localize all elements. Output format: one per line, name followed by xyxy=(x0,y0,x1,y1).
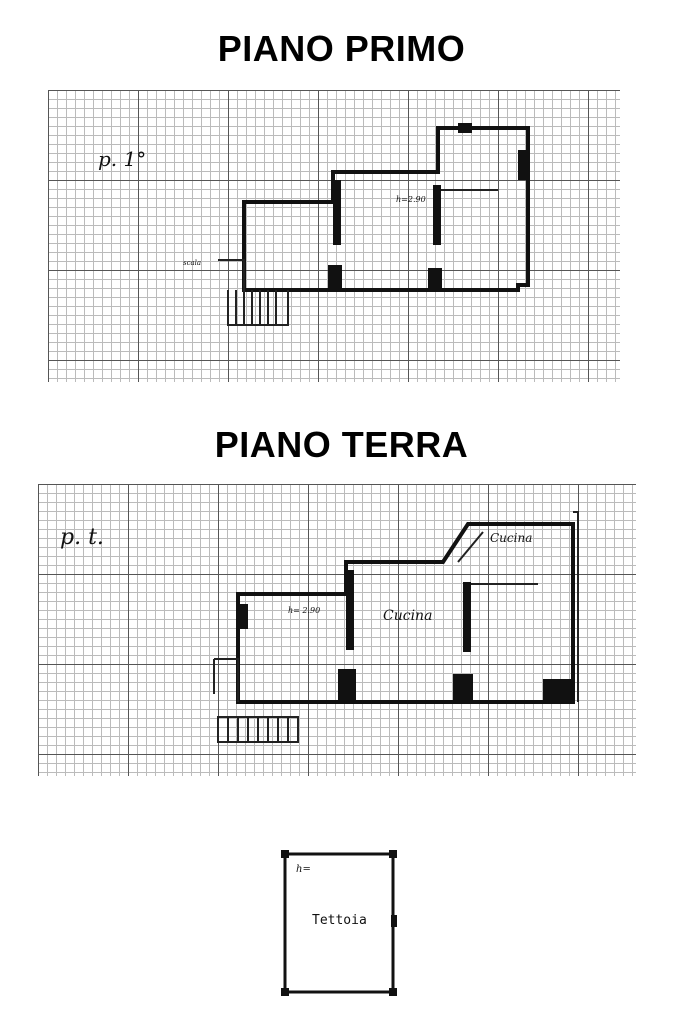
canopy-drawing: h= Tettoia xyxy=(281,850,397,996)
ground-floor-stairs xyxy=(213,658,299,743)
first-floor-stairs xyxy=(227,290,289,326)
ground-floor-sheet-mark: p. t. xyxy=(60,525,104,550)
ground-floor-drawing: p. t. h= 2.90 Cucina Cucina xyxy=(60,511,579,743)
first-floor-drawing: p. 1° h=2.90 scala xyxy=(98,123,530,326)
ground-floor-heading: PIANO TERRA xyxy=(214,424,469,465)
ground-floor-walls xyxy=(236,511,579,704)
first-floor-height-note: h=2.90 xyxy=(396,195,426,204)
ground-floor-height-note: h= 2.90 xyxy=(288,606,320,615)
canopy-height-note: h= xyxy=(296,864,311,875)
first-floor-sheet-mark: p. 1° xyxy=(98,147,146,171)
ground-floor-room-kitchen: Cucina xyxy=(383,608,432,624)
first-floor-walls xyxy=(218,123,530,292)
canopy-room-label: Tettoia xyxy=(312,913,367,928)
first-floor-stair-note: scala xyxy=(183,259,201,267)
ground-floor-room-kitchenette: Cucina xyxy=(490,531,532,545)
canopy-plan: h= Tettoia xyxy=(170,840,450,1010)
ground-floor-plan: p. t. h= 2.90 Cucina Cucina xyxy=(38,484,636,776)
canopy-walls xyxy=(281,850,397,996)
first-floor-plan: p. 1° h=2.90 scala xyxy=(48,90,620,382)
first-floor-heading: PIANO PRIMO xyxy=(217,28,466,69)
